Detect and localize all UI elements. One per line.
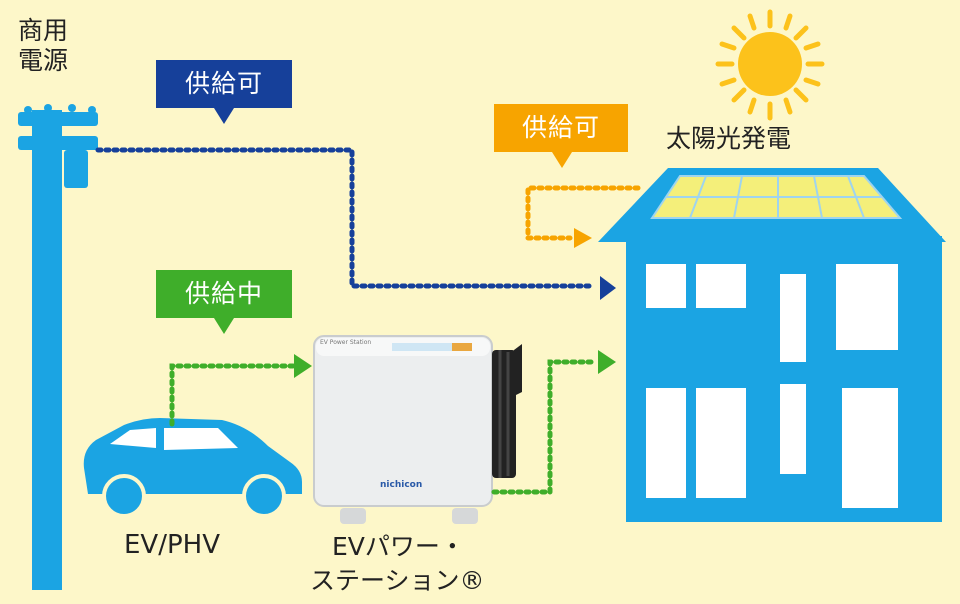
solar-label: 太陽光発電 [666,124,792,153]
ev-flow-arrow-1 [294,354,312,378]
grid-supply-callout: 供給可 [156,60,292,124]
grid-label: 商用 電源 [18,16,69,75]
station-label-line1: EVパワー・ [332,532,465,561]
ev-flow-line [169,359,599,495]
house [598,168,946,522]
ev-supply-callout: 供給中 [156,270,292,334]
grid-flow-line [95,147,595,289]
ev-power-station [313,335,522,524]
station-model: EV Power Station [320,339,372,346]
ev-car [83,418,302,518]
utility-pole [18,104,98,590]
solar-panel [650,175,903,219]
sun-icon [715,9,825,121]
solar-flow-line [525,185,641,241]
ev-label: EV/PHV [124,530,220,560]
house-windows [646,264,898,508]
station-brand: nichicon [380,480,423,490]
ev-flow-arrow-2 [598,350,616,374]
solar-supply-callout: 供給可 [494,104,628,168]
station-label-line2: ステーション® [310,566,485,595]
solar-flow-arrow [574,228,592,248]
grid-flow-arrow [600,276,616,300]
